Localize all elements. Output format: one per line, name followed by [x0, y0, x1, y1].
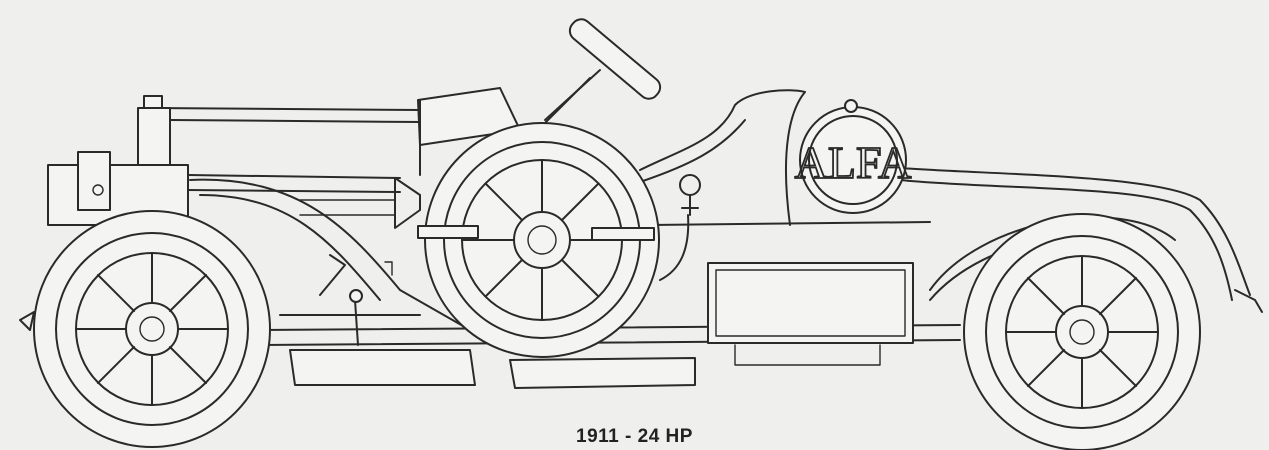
steering-wheel-icon [539, 18, 662, 129]
wheel-icon [963, 213, 1201, 450]
wheel-icon [33, 210, 271, 448]
badge-text: ALFA [795, 137, 912, 188]
caption: 1911 - 24 HP [576, 426, 693, 447]
alfa-badge-icon: ALFA [794, 99, 912, 214]
horn-icon [394, 174, 701, 281]
wheel-icon [417, 122, 660, 358]
